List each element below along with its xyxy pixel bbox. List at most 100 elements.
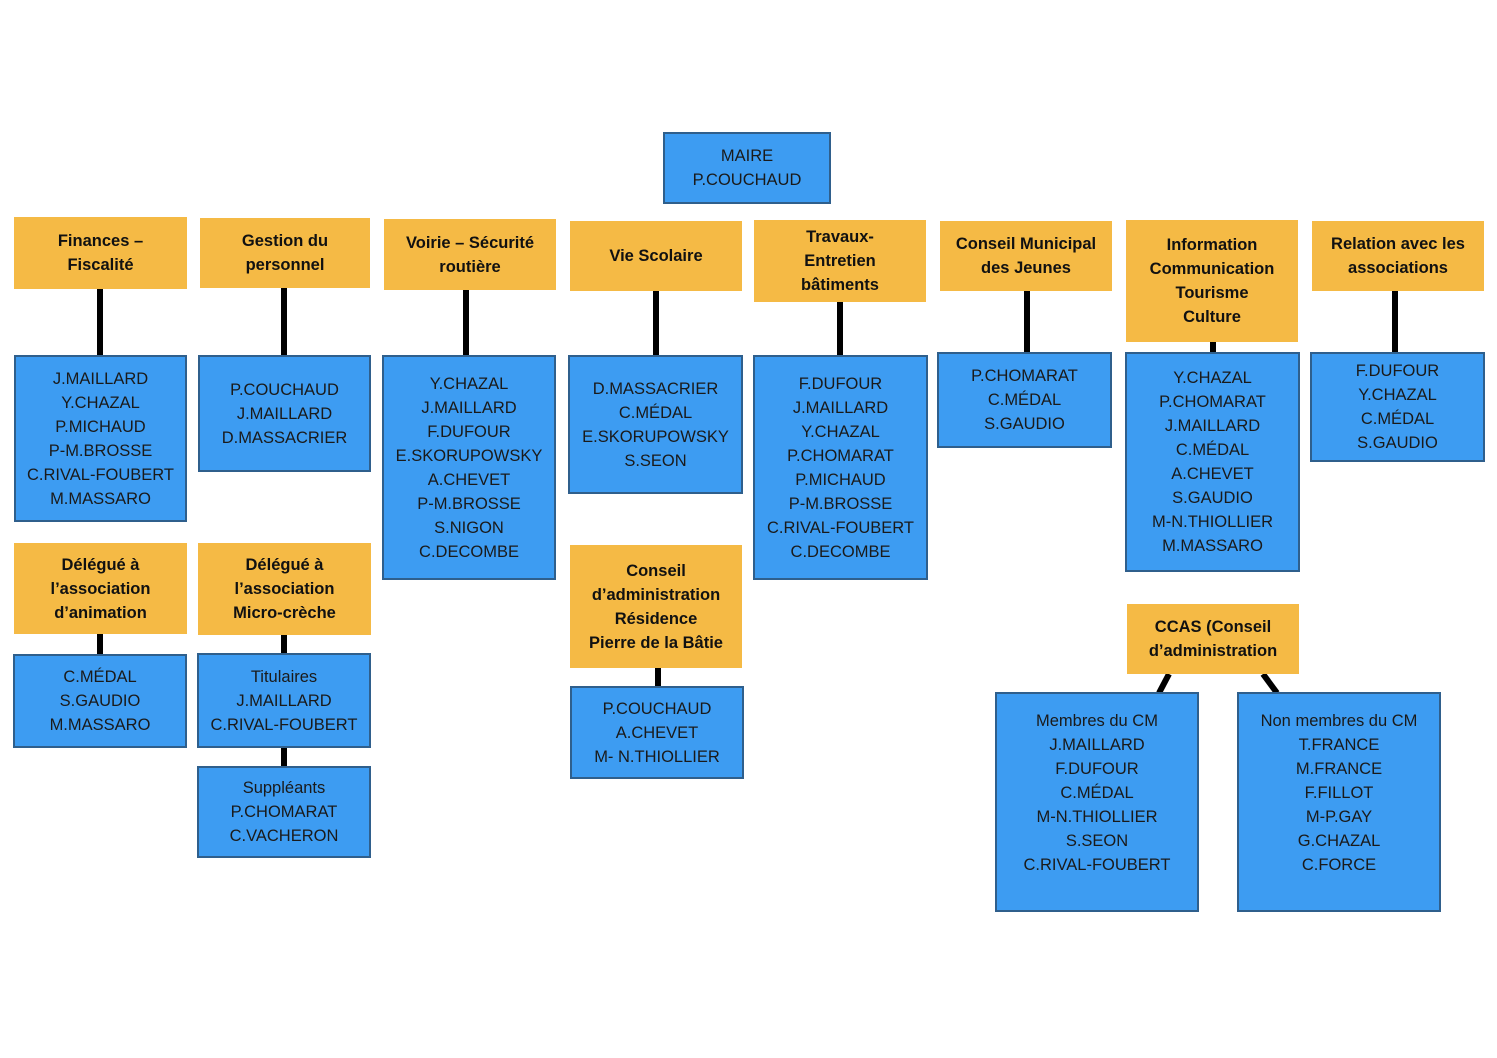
header-line: Finances –: [57, 232, 144, 250]
member-name: D.MASSACRIER: [592, 379, 719, 398]
member-name: P.MICHAUD: [55, 417, 146, 436]
members-voirie: Y.CHAZAL J.MAILLARD F.DUFOUR E.SKORUPOWS…: [382, 355, 556, 580]
member-name: F.DUFOUR: [1055, 760, 1139, 778]
member-name: C.RIVAL-FOUBERT: [767, 518, 914, 537]
group-label: Suppléants: [242, 779, 326, 797]
member-name: C.MÉDAL: [63, 668, 137, 686]
members-microcreche-suppleants: Suppléants P.CHOMARAT C.VACHERON: [197, 766, 371, 858]
header-line: des Jeunes: [981, 259, 1071, 277]
member-name: C.DECOMBE: [419, 542, 519, 561]
member-name: S.GAUDIO: [59, 692, 141, 710]
connector-residence: [655, 668, 661, 687]
member-name: T.FRANCE: [1298, 736, 1380, 754]
commission-header-scolaire: Vie Scolaire: [570, 221, 742, 291]
ccas-header: CCAS (Conseil d’administration: [1127, 604, 1299, 674]
delegate-header-residence: Conseil d’administration Résidence Pierr…: [570, 545, 742, 668]
connector-microcreche: [281, 635, 287, 654]
commission-header-personnel: Gestion du personnel: [200, 218, 370, 288]
member-name: C.MÉDAL: [987, 391, 1062, 409]
members-personnel: P.COUCHAUD J.MAILLARD D.MASSACRIER: [198, 355, 371, 472]
header-line: Culture: [1183, 308, 1241, 326]
member-name: F.FILLOT: [1304, 784, 1374, 802]
group-label: Titulaires: [250, 667, 318, 686]
commission-header-finances: Finances – Fiscalité: [14, 217, 187, 289]
ccas-members-non-cm: Non membres du CM T.FRANCE M.FRANCE F.FI…: [1237, 692, 1441, 912]
group-label: Non membres du CM: [1260, 712, 1418, 730]
members-residence: P.COUCHAUD A.CHEVET M- N.THIOLLIER: [570, 686, 744, 779]
member-name: S.GAUDIO: [984, 415, 1065, 433]
connector-scolaire: [653, 290, 659, 356]
commission-header-cmj: Conseil Municipal des Jeunes: [940, 221, 1112, 291]
member-name: F.DUFOUR: [1355, 362, 1440, 380]
header-line: d’administration: [591, 585, 721, 604]
delegate-header-microcreche: Délégué à l’association Micro-crèche: [198, 543, 371, 635]
connector-personnel: [281, 288, 287, 356]
member-name: J.MAILLARD: [236, 404, 333, 423]
header-line: Résidence: [614, 609, 698, 628]
member-name: P-M.BROSSE: [417, 494, 521, 513]
member-name: Y.CHAZAL: [429, 374, 509, 393]
member-name: F.DUFOUR: [427, 422, 511, 441]
header-line: Communication: [1149, 260, 1275, 278]
mayor-name: P.COUCHAUD: [692, 171, 802, 189]
commission-header-voirie: Voirie – Sécurité routière: [384, 219, 556, 290]
member-name: S.NIGON: [434, 518, 504, 537]
member-name: C.MÉDAL: [1060, 784, 1134, 802]
connector-microcreche-suppleants: [281, 748, 287, 766]
member-name: P-M.BROSSE: [788, 494, 893, 513]
member-name: C.VACHERON: [229, 827, 339, 845]
member-name: P.CHOMARAT: [1159, 393, 1266, 411]
member-name: S.GAUDIO: [1357, 434, 1438, 452]
member-name: P-M.BROSSE: [48, 441, 153, 460]
connector-voirie: [463, 290, 469, 356]
header-line: Gestion du: [241, 232, 329, 250]
member-name: D.MASSACRIER: [221, 428, 348, 447]
member-name: F.DUFOUR: [798, 374, 883, 393]
connector-animation: [97, 633, 103, 655]
header-line: l’association: [50, 579, 151, 598]
commission-header-travaux: Travaux- Entretien bâtiments: [754, 220, 926, 302]
header-line: Délégué à: [61, 555, 140, 574]
member-name: A.CHEVET: [1171, 465, 1254, 483]
mayor-title: MAIRE: [720, 147, 774, 165]
member-name: M.MASSARO: [49, 716, 151, 734]
member-name: M-P.GAY: [1305, 808, 1373, 826]
member-name: S.SEON: [624, 451, 687, 470]
connector-ccas-left: [1156, 672, 1172, 695]
member-name: C.RIVAL-FOUBERT: [1023, 856, 1171, 874]
member-name: M-N.THIOLLIER: [1036, 808, 1158, 826]
member-name: A.CHEVET: [615, 723, 699, 742]
mayor-box: MAIRE P.COUCHAUD: [663, 132, 831, 204]
connector-information: [1210, 341, 1216, 353]
member-name: M.FRANCE: [1295, 760, 1383, 778]
connector-finances: [97, 288, 103, 356]
members-information: Y.CHAZAL P.CHOMARAT J.MAILLARD C.MÉDAL A…: [1125, 352, 1300, 572]
member-name: Y.CHAZAL: [61, 393, 140, 412]
member-name: P.COUCHAUD: [230, 380, 339, 399]
member-name: J.MAILLARD: [421, 398, 517, 417]
members-travaux: F.DUFOUR J.MAILLARD Y.CHAZAL P.CHOMARAT …: [753, 355, 928, 580]
member-name: C.RIVAL-FOUBERT: [27, 465, 174, 484]
member-name: G.CHAZAL: [1297, 832, 1381, 850]
member-name: M.MASSARO: [1162, 537, 1263, 555]
connector-ccas-right: [1260, 672, 1280, 695]
member-name: Y.CHAZAL: [801, 422, 880, 441]
members-associations: F.DUFOUR Y.CHAZAL C.MÉDAL S.GAUDIO: [1310, 352, 1485, 462]
group-label: Membres du CM: [1036, 712, 1158, 730]
header-line: l’association: [234, 580, 335, 598]
commission-header-information: Information Communication Tourisme Cultu…: [1126, 220, 1298, 342]
member-name: C.MÉDAL: [1360, 410, 1435, 428]
member-name: P.MICHAUD: [795, 470, 886, 489]
header-line: Information: [1166, 236, 1258, 254]
header-line: Conseil: [626, 561, 686, 580]
member-name: J.MAILLARD: [52, 369, 149, 388]
members-scolaire: D.MASSACRIER C.MÉDAL E.SKORUPOWSKY S.SEO…: [568, 355, 743, 494]
header-line: Micro-crèche: [233, 604, 336, 622]
member-name: Y.CHAZAL: [1358, 386, 1437, 404]
member-name: E.SKORUPOWSKY: [582, 427, 729, 446]
member-name: J.MAILLARD: [236, 691, 332, 710]
header-line: Voirie – Sécurité: [405, 233, 535, 252]
header-line: Tourisme: [1175, 284, 1249, 302]
member-name: C.DECOMBE: [790, 542, 891, 561]
header-line: CCAS (Conseil: [1154, 618, 1272, 636]
